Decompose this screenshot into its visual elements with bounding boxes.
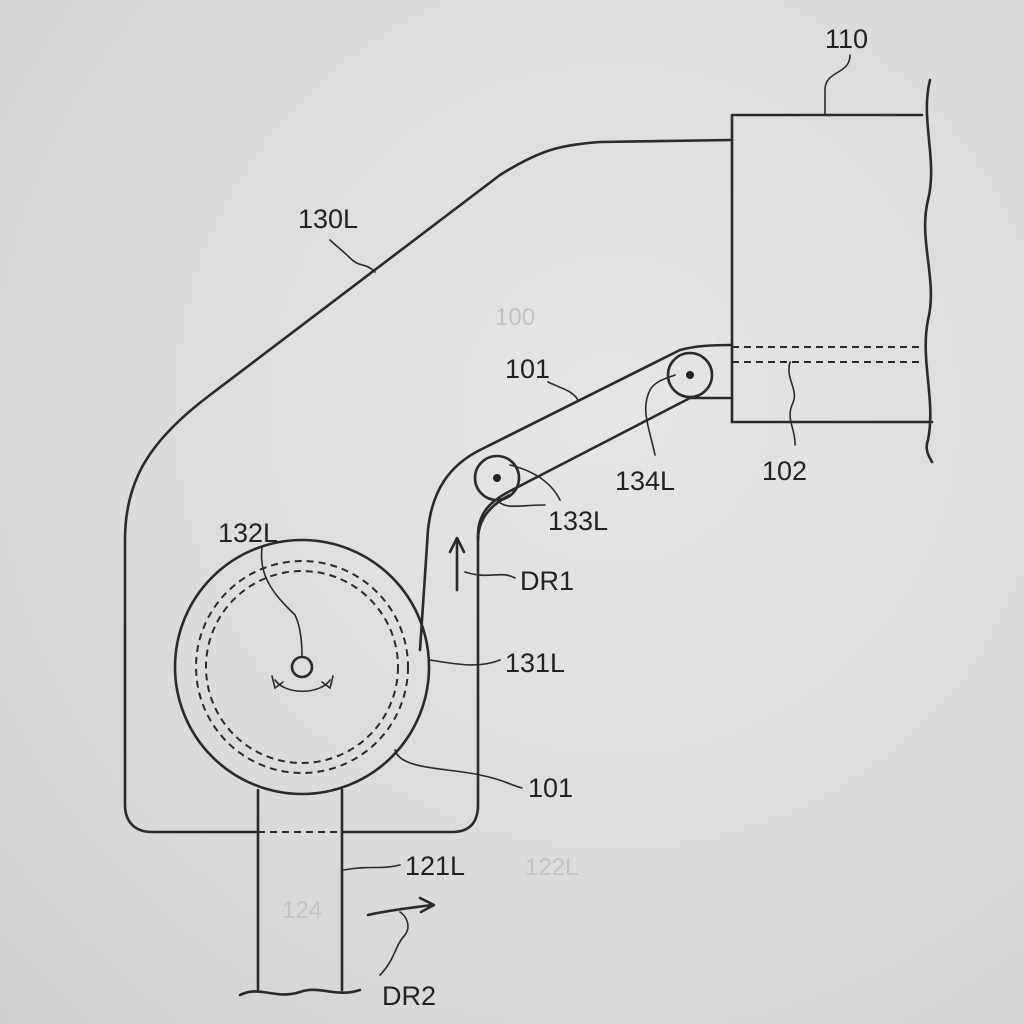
roller-133L [473, 454, 521, 502]
label-131L: 131L [505, 648, 565, 678]
post-121L [238, 788, 362, 997]
label-121L: 121L [405, 851, 465, 881]
ghost-label: 124 [282, 897, 322, 924]
drum-131L [173, 538, 431, 796]
rotation-arrow-icon [274, 679, 331, 692]
roller-134L [666, 351, 714, 399]
label-110: 110 [825, 24, 868, 54]
label-133L: 133L [548, 506, 608, 536]
label-102: 102 [762, 456, 807, 486]
label-101: 101 [505, 354, 550, 384]
ghost-label: 100 [495, 304, 535, 331]
label-130L: 130L [298, 204, 358, 234]
belt-101 [418, 343, 734, 652]
dr1-arrow-icon [448, 536, 466, 592]
unit-110 [730, 78, 934, 464]
shaft-132L [290, 655, 314, 679]
label-134L: 134L [615, 466, 675, 496]
dr2-arrow-icon [366, 896, 436, 917]
leader-lines [260, 54, 851, 976]
label-132L: 132L [218, 518, 278, 548]
label-DR1: DR1 [520, 566, 574, 596]
label-DR2: DR2 [382, 981, 436, 1011]
label-101-lower: 101 [528, 773, 573, 803]
ghost-label: 122L [525, 854, 578, 881]
